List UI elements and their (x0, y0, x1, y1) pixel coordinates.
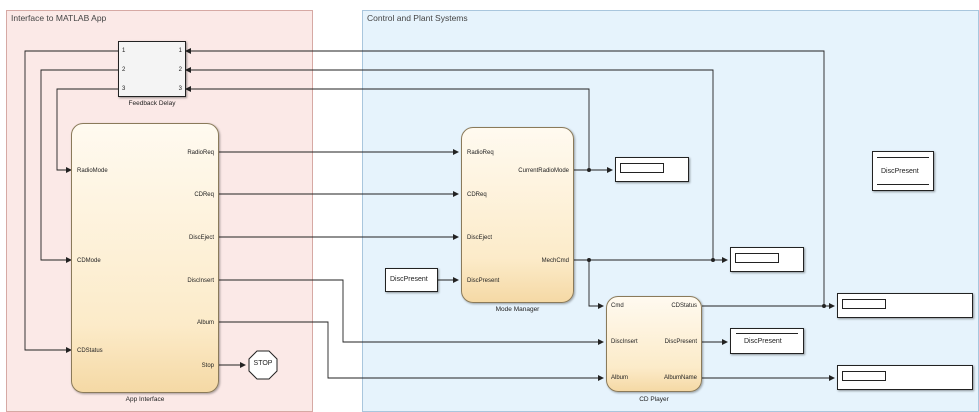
disc-present-out[interactable]: DiscPresent (730, 328, 804, 354)
app-in-cdmode: CDMode (77, 258, 101, 264)
wire-delay1-cdstatus (24, 50, 118, 353)
delay-in-2: 2 (122, 67, 126, 73)
disc-present-standalone-label: DiscPresent (881, 168, 919, 175)
app-out-album: Album (196, 320, 214, 326)
app-out-discinsert: DiscInsert (187, 278, 214, 284)
cd-out-cdstatus: CDStatus (671, 303, 697, 309)
mm-in-radioreq: RadioReq (467, 150, 494, 156)
wire-mechcmd-cmd (588, 260, 604, 309)
app-interface-chart[interactable]: RadioMode CDMode CDStatus RadioReq CDReq… (71, 123, 219, 393)
wire-album (219, 321, 604, 381)
disc-present-standalone[interactable]: DiscPresent (872, 151, 934, 191)
display-mechcmd-value (735, 253, 779, 263)
delay-in-1: 1 (122, 48, 126, 54)
app-interface-name: App Interface (125, 396, 165, 403)
cd-in-discinsert: DiscInsert (611, 339, 638, 345)
mm-in-cdreq: CDReq (467, 192, 487, 198)
plant-area-title: Control and Plant Systems (367, 13, 468, 23)
wire-currentradiomode-fb (185, 86, 590, 170)
app-out-cdreq: CDReq (194, 192, 214, 198)
disc-present-standalone-bottomline (877, 184, 929, 185)
wire-delay2-cdmode (40, 69, 118, 263)
wire-cdstatus-fb (185, 48, 825, 306)
display-currentradiomode-value (620, 163, 664, 173)
delay-out-2: 2 (178, 67, 182, 73)
delay-out-1: 1 (178, 48, 182, 54)
junction-currentradiomode (587, 168, 591, 172)
junction-mechcmd-b (711, 258, 715, 262)
app-out-stop: Stop (201, 363, 214, 369)
cd-player-name: CD Player (639, 396, 669, 403)
cd-player-chart[interactable]: Cmd DiscInsert Album CDStatus DiscPresen… (606, 296, 702, 392)
feedback-delay-block[interactable]: 1 2 3 1 2 3 (118, 41, 186, 97)
stop-label: STOP (253, 360, 273, 367)
disc-present-const-mm-label: DiscPresent (390, 276, 428, 283)
display-mechcmd[interactable] (730, 247, 804, 272)
wire-delay3-radiomode (56, 88, 118, 173)
mm-in-discpresent: DiscPresent (467, 278, 500, 284)
app-out-disceject: DiscEject (188, 235, 214, 241)
feedback-delay-name: Feedback Delay (128, 100, 176, 107)
junction-mechcmd-a (587, 258, 591, 262)
wire-discinsert (219, 279, 604, 345)
app-out-radioreq: RadioReq (187, 150, 214, 156)
mm-in-disceject: DiscEject (467, 235, 493, 241)
display-cdstatus[interactable] (837, 293, 973, 318)
disc-present-out-topline (736, 333, 798, 334)
delay-in-3: 3 (122, 86, 126, 92)
display-currentradiomode[interactable] (615, 157, 689, 182)
mm-out-currentradiomode: CurrentRadioMode (518, 168, 569, 174)
wire-mechcmd-fb (185, 67, 714, 260)
cd-in-album: Album (611, 375, 629, 381)
stop-block[interactable] (248, 350, 278, 380)
disc-present-out-label: DiscPresent (744, 338, 782, 345)
disc-present-const-mm[interactable]: DiscPresent (385, 268, 438, 292)
mm-out-mechcmd: MechCmd (541, 258, 569, 264)
app-in-radiomode: RadioMode (77, 168, 108, 174)
display-albumname[interactable] (837, 365, 973, 390)
cd-out-albumname: AlbumName (663, 375, 697, 381)
interface-area-title: Interface to MATLAB App (11, 13, 107, 23)
cd-out-discpresent: DiscPresent (664, 339, 697, 345)
delay-out-3: 3 (178, 86, 182, 92)
app-in-cdstatus: CDStatus (77, 348, 103, 354)
mode-manager-name: Mode Manager (495, 306, 540, 313)
display-cdstatus-value (842, 299, 886, 309)
cd-in-cmd: Cmd (611, 303, 624, 309)
mode-manager-chart[interactable]: RadioReq CDReq DiscEject DiscPresent Cur… (461, 127, 574, 303)
disc-present-standalone-topline (877, 157, 929, 158)
junction-cdstatus (822, 304, 826, 308)
display-albumname-value (842, 371, 886, 381)
